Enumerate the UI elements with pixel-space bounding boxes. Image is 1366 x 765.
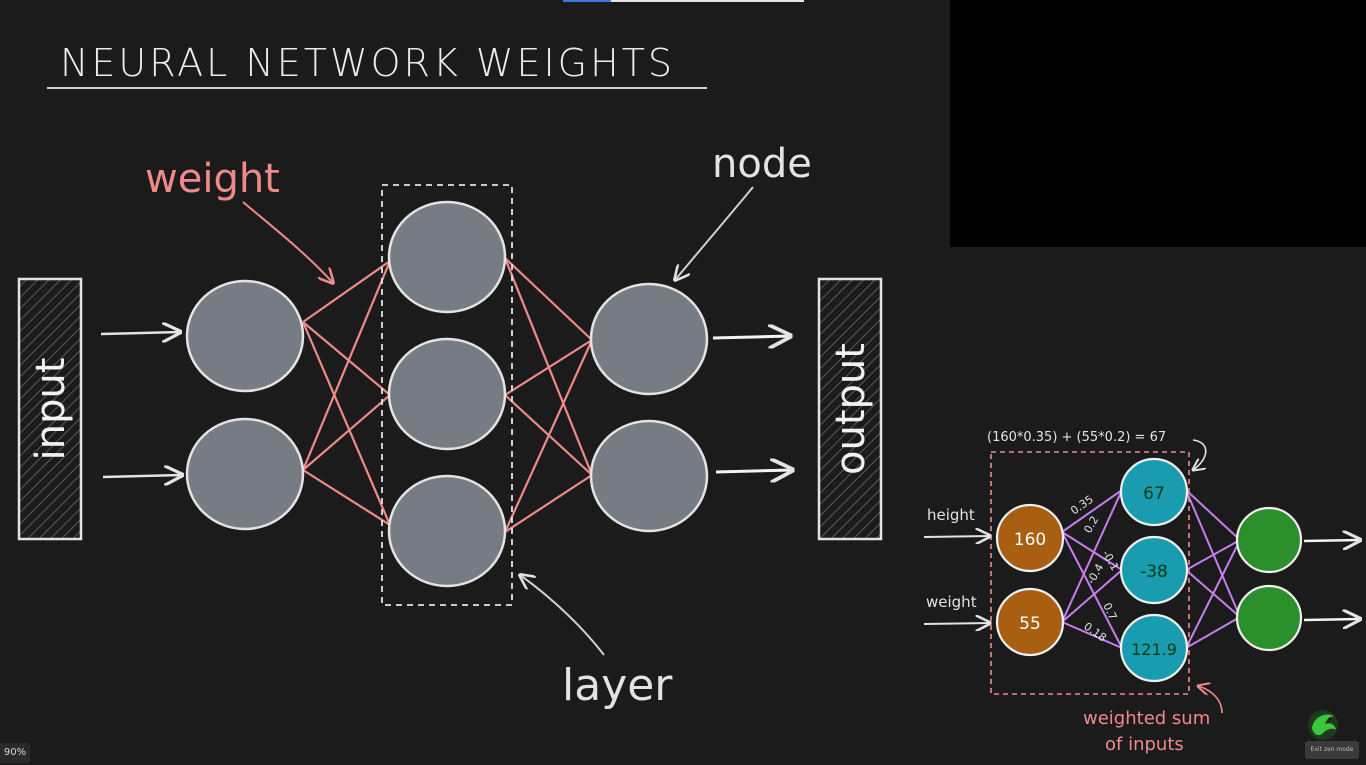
- hidden-node-3: [387, 474, 507, 588]
- example-caption-line1: weighted sum: [1083, 708, 1210, 729]
- example-edge-weights: 0.35 0.2 -0.1 -0.4 0.7 0.18: [1068, 493, 1121, 645]
- example-edge: [1061, 489, 1123, 623]
- example-edge: [1061, 531, 1123, 649]
- weighted-sum-example: (160*0.35) + (55*0.2) = 67 0.35 0.2 -0.1…: [923, 430, 1360, 755]
- output-box: [817, 277, 883, 541]
- output-node-1: [589, 282, 709, 396]
- example-output-arrow-2: [1303, 619, 1360, 620]
- example-edge: [1061, 531, 1123, 571]
- weight-edge: [503, 339, 594, 533]
- weight-edge: [302, 321, 391, 396]
- node-pointer-arrow: [675, 186, 754, 280]
- example-output-node-2: [1235, 584, 1303, 652]
- node-annotation: node: [712, 141, 812, 187]
- weight-edge: [302, 469, 391, 526]
- output-arrow-2: [715, 470, 792, 472]
- layer-pointer-arrow: [520, 575, 605, 656]
- example-hidden-node-3: [1119, 613, 1189, 683]
- example-caption-line2: of inputs: [1105, 734, 1184, 755]
- example-input-label-weight: weight: [926, 593, 977, 611]
- output-node-2: [589, 419, 709, 533]
- example-hidden-value-1: 67: [1143, 484, 1165, 504]
- green-dragon-logo-icon: [1308, 710, 1338, 740]
- layer-annotation: layer: [562, 660, 673, 711]
- input-box: [17, 277, 83, 541]
- weight-edge: [504, 339, 593, 396]
- page-title: NEURAL NETWORK WEIGHTS: [60, 41, 675, 85]
- hidden-node-2: [387, 337, 507, 451]
- example-input-arrow-1: [923, 536, 990, 537]
- example-hidden-node-1: [1119, 457, 1189, 527]
- example-edge: [1061, 489, 1123, 533]
- edge-weight-label: 0.35: [1068, 493, 1096, 518]
- webcam-overlay: [950, 0, 1366, 247]
- example-input-node-1: [995, 503, 1065, 573]
- example-input-arrow-2: [923, 623, 990, 624]
- example-hidden-node-2: [1119, 535, 1189, 605]
- weight-edges: [301, 257, 594, 533]
- input-arrow-2: [102, 475, 182, 477]
- example-input-value-2: 55: [1019, 614, 1041, 634]
- top-progress-bar: [563, 0, 804, 2]
- weight-annotation: weight: [145, 156, 280, 202]
- example-edge: [1061, 569, 1123, 623]
- example-edge: [1185, 616, 1241, 649]
- edge-weight-label: 0.7: [1100, 601, 1119, 622]
- hidden-node-1: [387, 200, 507, 314]
- input-arrow-1: [100, 332, 180, 334]
- example-edge: [1061, 621, 1123, 649]
- nodes: [185, 200, 709, 588]
- output-label: output: [828, 343, 874, 475]
- exit-zen-mode-button[interactable]: Exit zen mode: [1305, 741, 1359, 759]
- formula-pointer-arrow: [1193, 439, 1207, 470]
- output-arrow-1: [712, 336, 790, 338]
- input-node-2: [185, 417, 305, 531]
- example-input-label-height: height: [927, 506, 975, 524]
- weight-edge: [504, 474, 593, 533]
- top-progress-fill: [563, 0, 612, 2]
- example-edge: [1185, 489, 1241, 541]
- example-input-value-1: 160: [1014, 530, 1046, 550]
- example-hidden-value-2: -38: [1140, 562, 1168, 582]
- weight-pointer-arrow: [242, 201, 333, 283]
- weight-edge: [302, 394, 391, 471]
- input-node-1: [185, 279, 305, 393]
- weight-edge: [302, 260, 391, 323]
- example-input-node-2: [995, 587, 1065, 657]
- example-edges: [1061, 489, 1241, 649]
- weight-edge: [301, 260, 392, 471]
- example-hidden-value-3: 121.9: [1131, 640, 1177, 659]
- example-output-node-1: [1235, 506, 1303, 574]
- input-label: input: [28, 358, 74, 461]
- example-formula: (160*0.35) + (55*0.2) = 67: [987, 430, 1166, 445]
- zoom-level-indicator[interactable]: 90%: [0, 743, 30, 763]
- example-edge: [1185, 539, 1241, 571]
- weight-edge: [504, 257, 593, 341]
- weight-edge: [301, 321, 392, 526]
- example-edge: [1185, 539, 1241, 649]
- example-output-arrow-1: [1303, 540, 1360, 541]
- example-edge: [1185, 489, 1241, 618]
- caption-pointer-arrow: [1198, 686, 1223, 714]
